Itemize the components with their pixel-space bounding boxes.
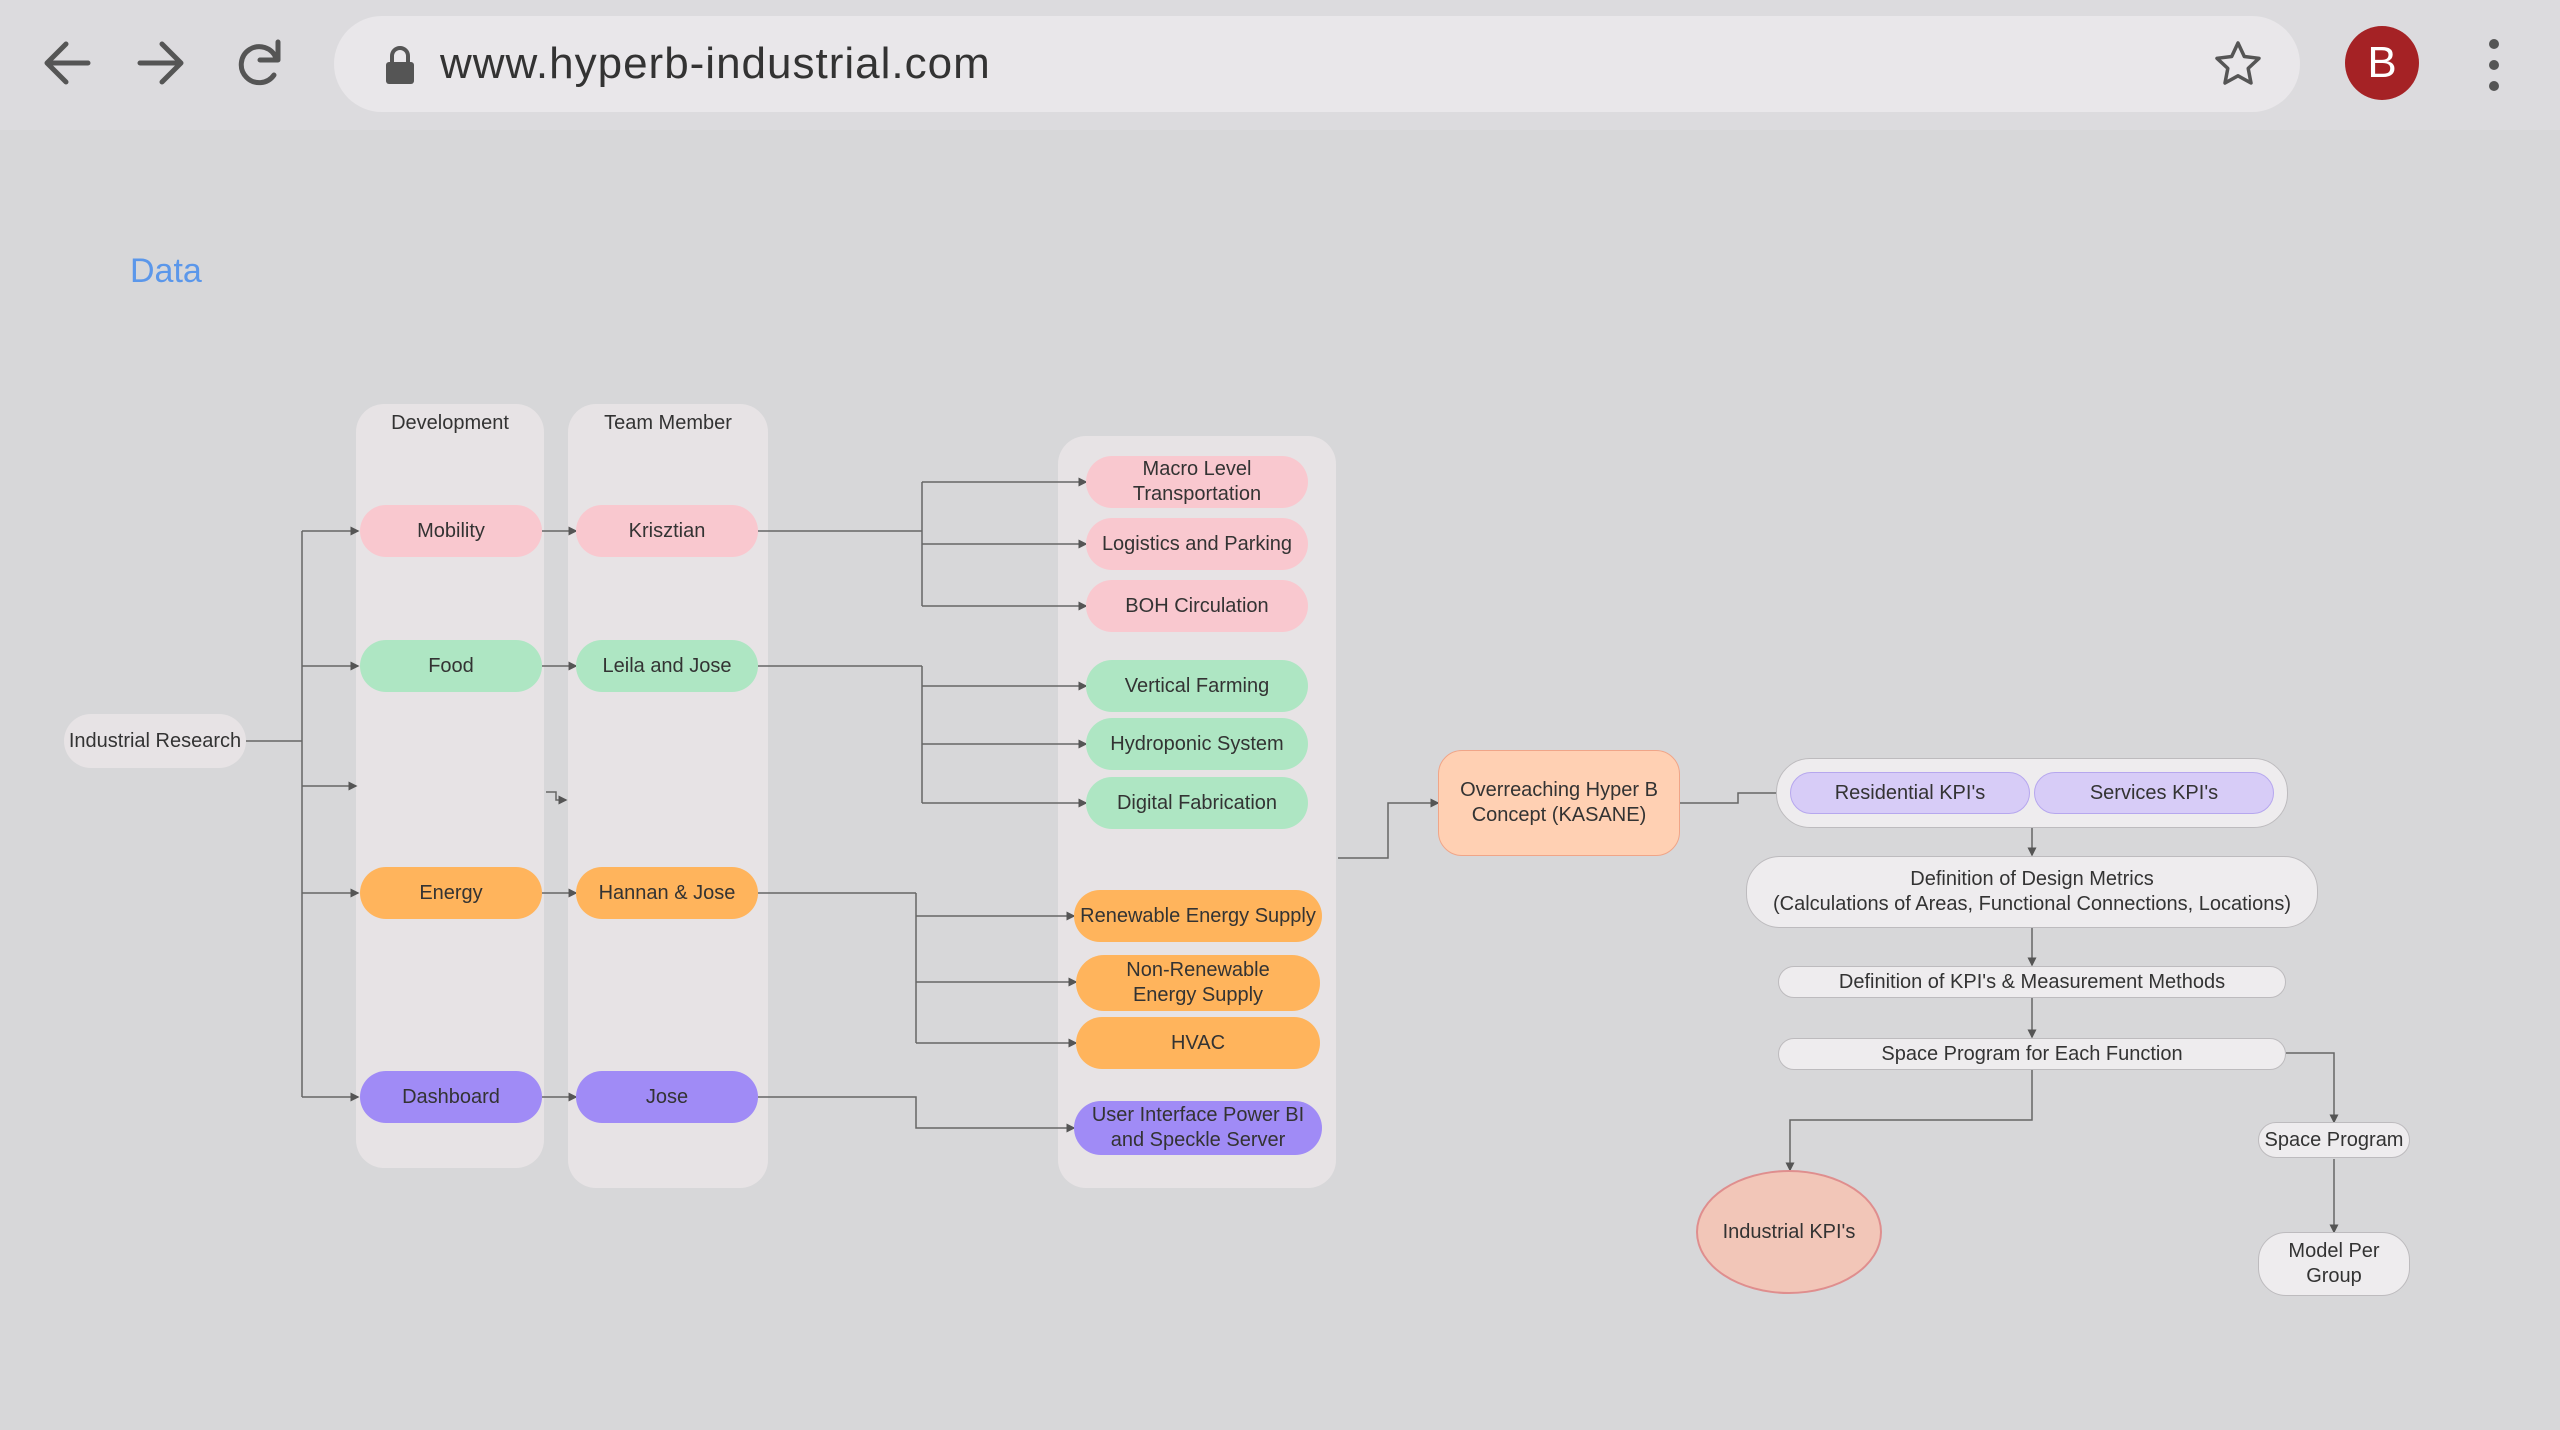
development-dashboard: Dashboard [360,1071,542,1123]
topic-renewable-energy-supply: Renewable Energy Supply [1074,890,1322,942]
profile-avatar[interactable]: B [2345,26,2419,100]
kebab-menu-icon [2489,39,2499,91]
team-member-lane-title: Team Member [604,412,732,434]
back-button[interactable] [32,28,102,98]
topic-user-interface-power-bi: User Interface Power BI and Speckle Serv… [1074,1101,1322,1155]
arrow-left-icon [44,41,91,85]
space-program-node: Space Program [2258,1122,2410,1158]
services-kpis-chip: Services KPI's [2034,772,2274,814]
topic-non-renewable-energy-supply: Non-Renewable Energy Supply [1076,955,1320,1011]
topic-boh-circulation: BOH Circulation [1086,580,1308,632]
reload-icon [238,39,281,86]
page-title[interactable]: Data [130,252,202,290]
url-text: www.hyperb-industrial.com [440,39,991,88]
team-hannan-and-jose: Hannan & Jose [576,867,758,919]
topic-logistics-and-parking: Logistics and Parking [1086,518,1308,570]
topic-digital-fabrication: Digital Fabrication [1086,777,1308,829]
topic-vertical-farming: Vertical Farming [1086,660,1308,712]
topic-hvac: HVAC [1076,1017,1320,1069]
design-metrics-subtitle: (Calculations of Areas, Functional Conne… [1772,893,2292,915]
browser-menu-button[interactable] [2478,34,2510,96]
model-per-group-node: Model Per Group [2258,1232,2410,1296]
topic-macro-level-transportation: Macro Level Transportation [1086,456,1308,508]
topic-hydroponic-system: Hydroponic System [1086,718,1308,770]
industrial-kpis-node: Industrial KPI's [1696,1170,1882,1294]
design-metrics-title: Definition of Design Metrics [1910,868,2154,890]
development-mobility: Mobility [360,505,542,557]
lock-icon [386,46,414,84]
design-metrics-node: Definition of Design Metrics (Calculatio… [1746,856,2318,928]
forward-button[interactable] [126,28,196,98]
development-energy: Energy [360,867,542,919]
reload-button[interactable] [224,28,294,98]
bookmark-star-icon[interactable] [2212,38,2264,90]
address-bar[interactable]: www.hyperb-industrial.com [334,16,2300,112]
team-leila-and-jose: Leila and Jose [576,640,758,692]
development-food: Food [360,640,542,692]
development-lane-title: Development [391,412,509,434]
arrow-right-icon [137,41,184,85]
team-jose: Jose [576,1071,758,1123]
browser-toolbar: www.hyperb-industrial.com B [0,0,2560,130]
residential-kpis-chip: Residential KPI's [1790,772,2030,814]
industrial-research-node: Industrial Research [64,714,246,768]
kpi-methods-node: Definition of KPI's & Measurement Method… [1778,966,2286,998]
concept-kasane-node: Overreaching Hyper B Concept (KASANE) [1438,750,1680,856]
space-program-function-node: Space Program for Each Function [1778,1038,2286,1070]
team-krisztian: Krisztian [576,505,758,557]
